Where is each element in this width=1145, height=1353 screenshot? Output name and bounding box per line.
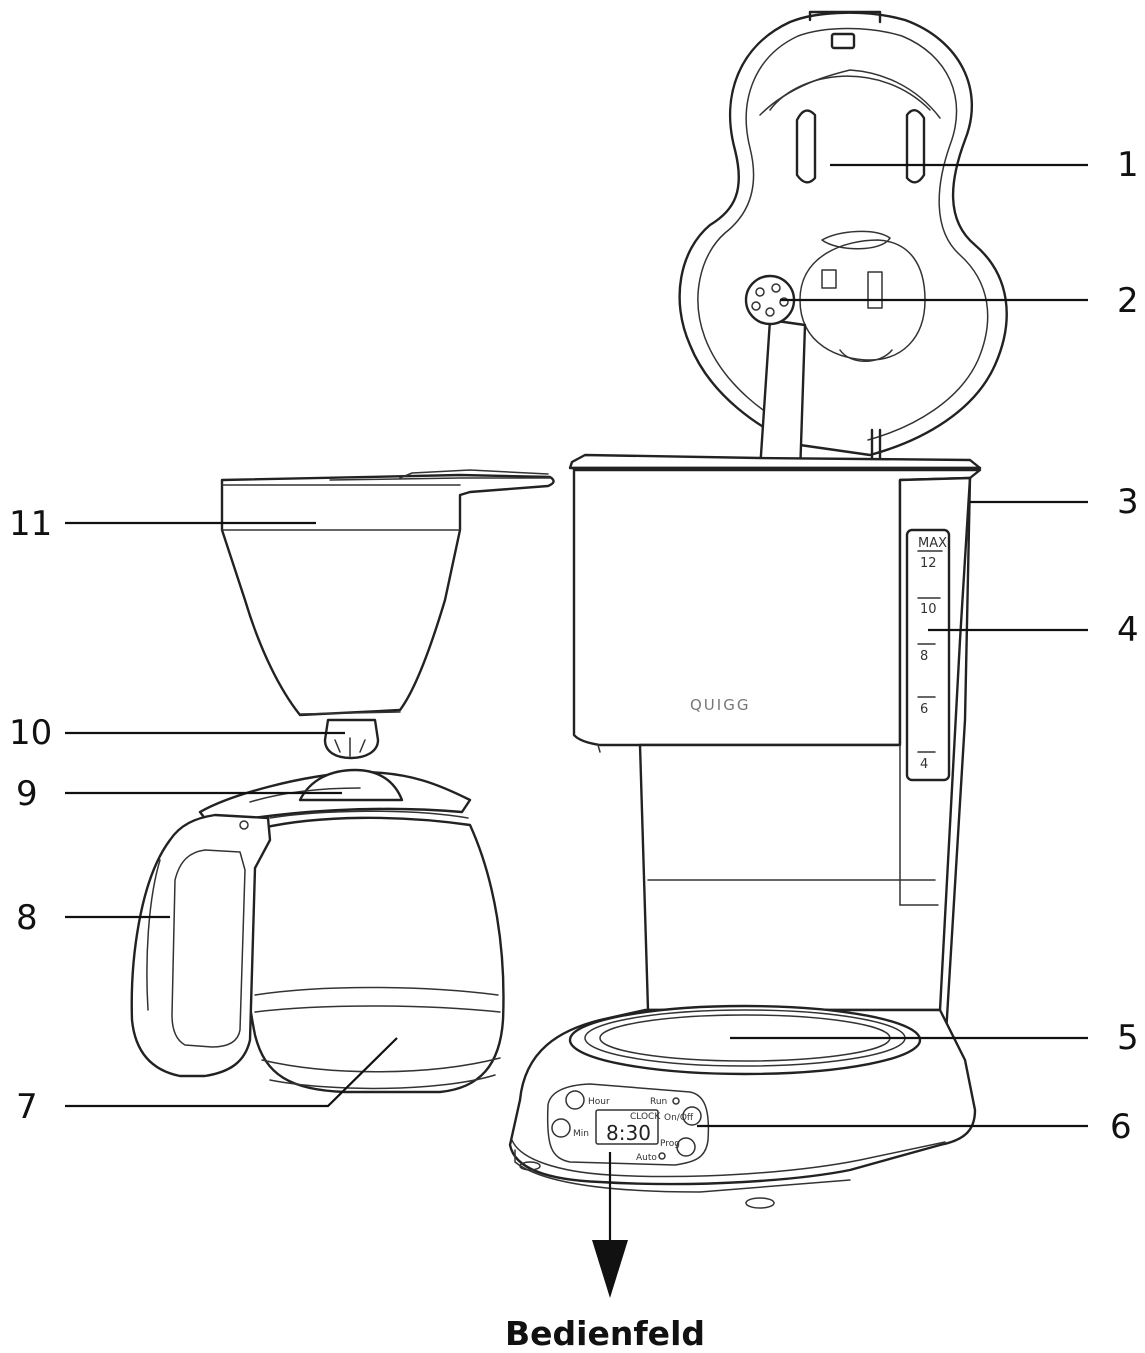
water-level-window: MAX 12 10 8 6 4 <box>905 528 951 782</box>
caption-bedienfeld: Bedienfeld <box>505 1314 705 1353</box>
control-panel: CLOCK 8:30 Hour Min Run On/Off Prog Auto <box>546 1083 710 1166</box>
coffee-maker: MAX 12 10 8 6 4 QUIGG <box>508 10 1008 1298</box>
panel-label-hour: Hour <box>588 1097 610 1107</box>
auto-indicator <box>658 1152 666 1160</box>
on-off-button[interactable] <box>682 1106 702 1126</box>
panel-label-auto: Auto <box>636 1153 657 1163</box>
water-scale-4: 4 <box>920 757 928 772</box>
water-tank <box>568 453 982 753</box>
lcd-time: 8:30 <box>606 1121 651 1145</box>
min-button[interactable] <box>551 1118 571 1138</box>
hour-button[interactable] <box>565 1090 585 1110</box>
panel-label-prog: Prog <box>660 1139 680 1149</box>
callout-2: 2 <box>1117 281 1139 321</box>
water-scale-8: 8 <box>920 649 928 664</box>
water-scale-6: 6 <box>920 702 928 717</box>
panel-arrow <box>592 1152 628 1298</box>
callout-numbers: 1 2 3 4 5 6 7 8 9 10 11 <box>9 145 1139 1147</box>
lid <box>678 10 1008 477</box>
water-scale-12: 12 <box>920 556 937 571</box>
callout-3: 3 <box>1117 482 1139 522</box>
carafe <box>130 768 505 1094</box>
water-scale-max: MAX <box>918 536 947 551</box>
callout-1: 1 <box>1117 145 1139 185</box>
callout-6: 6 <box>1110 1107 1132 1147</box>
callout-10: 10 <box>9 713 52 753</box>
panel-label-min: Min <box>573 1129 589 1139</box>
lcd-small-text: CLOCK <box>630 1112 661 1122</box>
callout-11: 11 <box>9 504 52 544</box>
leader-7 <box>65 1037 398 1108</box>
panel-label-onoff: On/Off <box>664 1113 694 1123</box>
callout-5: 5 <box>1117 1018 1139 1058</box>
lcd-display <box>595 1109 659 1145</box>
drip-stop-valve <box>323 718 380 760</box>
run-indicator <box>672 1097 680 1105</box>
callout-7: 7 <box>16 1087 38 1127</box>
brand-logo: QUIGG <box>690 696 750 714</box>
filter-basket <box>220 469 555 760</box>
callout-8: 8 <box>16 898 38 938</box>
water-scale-10: 10 <box>920 602 937 617</box>
warming-plate <box>568 1004 922 1076</box>
prog-button[interactable] <box>676 1137 696 1157</box>
panel-label-run: Run <box>650 1097 667 1107</box>
leader-lines <box>65 163 1088 1128</box>
callout-4: 4 <box>1117 610 1139 650</box>
callout-9: 9 <box>16 774 38 814</box>
